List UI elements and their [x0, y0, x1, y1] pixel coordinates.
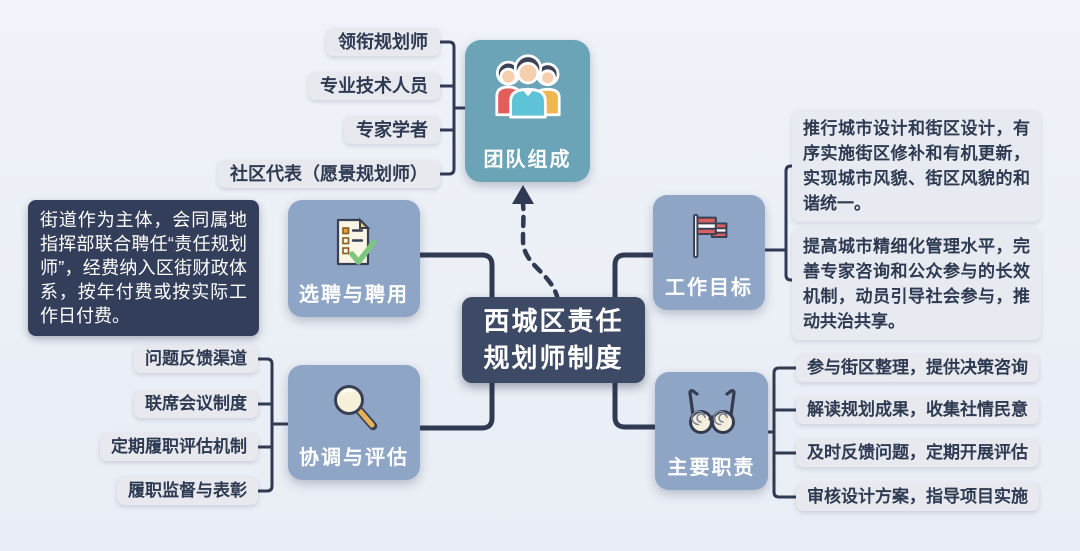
- magnifier-icon: [334, 385, 378, 431]
- coordination-node: 协调与评估: [288, 365, 420, 480]
- coordination-item-chip: 问题反馈渠道: [134, 345, 258, 373]
- team-node-label: 团队组成: [483, 149, 572, 171]
- duty-item-chip: 审核设计方案，指导项目实施: [796, 483, 1039, 511]
- dashed-arrow: [520, 201, 561, 303]
- center-title: 西城区责任规划师制度: [483, 306, 624, 373]
- coordination-item-chip: 履职监督与表彰: [117, 477, 258, 505]
- team-member-chip: 专家学者: [344, 116, 440, 144]
- goals-node-label: 工作目标: [665, 277, 753, 299]
- flag-icon: [693, 213, 728, 259]
- recruitment-node: 选聘与聘用: [288, 200, 420, 317]
- goals-node: 工作目标: [653, 195, 765, 310]
- checklist-icon: [336, 217, 377, 266]
- glasses-icon: [687, 389, 736, 434]
- goal-paragraph: 提高城市精细化管理水平，完善专家咨询和公众参与的长效机制，动员引导社会参与，推动…: [792, 228, 1041, 340]
- recruitment-note: 街道作为主体，会同属地指挥部联合聘任“责任规划师”，经费纳入区街财政体系，按年付…: [28, 200, 259, 336]
- recruitment-node-label: 选聘与聘用: [299, 284, 409, 306]
- duty-item-chip: 及时反馈问题，定期开展评估: [796, 439, 1039, 467]
- center-node: 西城区责任规划师制度: [462, 297, 645, 383]
- coordination-item-chip: 定期履职评估机制: [100, 433, 258, 461]
- team-node: 团队组成: [465, 40, 590, 182]
- coordination-item-chip: 联席会议制度: [134, 390, 258, 418]
- goal-paragraph: 推行城市设计和街区设计，有序实施街区修补和有机更新，实现城市风貌、街区风貌的和谐…: [792, 110, 1041, 222]
- coordination-node-label: 协调与评估: [299, 447, 409, 469]
- duties-node: 主要职责: [655, 372, 768, 490]
- duty-item-chip: 参与街区整理，提供决策咨询: [796, 354, 1039, 382]
- team-member-chip: 专业技术人员: [308, 72, 440, 100]
- duties-node-label: 主要职责: [667, 457, 756, 479]
- team-member-chip: 领衔规划师: [326, 28, 440, 56]
- dashed-arrow-head: [512, 185, 534, 204]
- team-people-icon: [494, 54, 561, 119]
- duty-item-chip: 解读规划成果，收集社情民意: [796, 396, 1039, 424]
- team-member-chip: 社区代表（愿景规划师）: [218, 160, 440, 188]
